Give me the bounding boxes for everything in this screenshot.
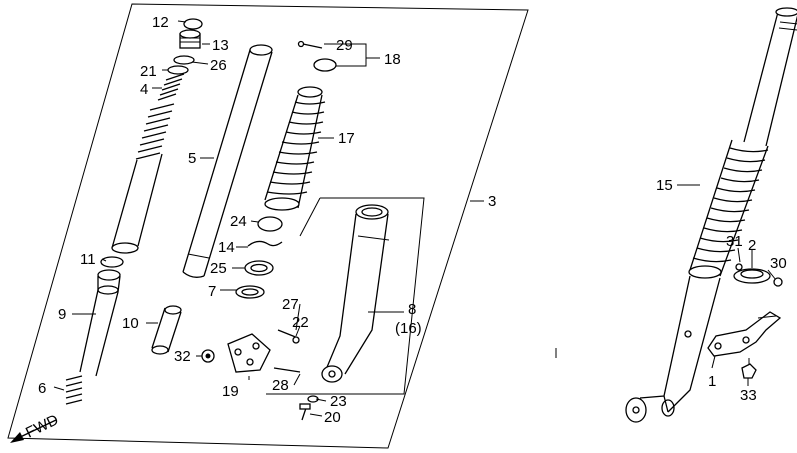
part-31-screw [735, 263, 743, 271]
part-7-washer [235, 285, 265, 299]
label-8: 8 [408, 301, 416, 318]
part-11-ring [100, 256, 124, 268]
label-29: 29 [336, 37, 353, 54]
part-9-damper-rod [79, 269, 121, 377]
label-7: 7 [208, 283, 216, 300]
label-12: 12 [152, 14, 169, 31]
label-16: (16) [395, 320, 422, 337]
part-19-bracket [227, 333, 271, 373]
label-19: 19 [222, 383, 239, 400]
label-13: 13 [212, 37, 229, 54]
part-28-bolt [273, 367, 301, 373]
assembly-outline-3 [7, 3, 529, 449]
label-23: 23 [330, 393, 347, 410]
label-fwd: FWD [23, 411, 61, 441]
part-30-nut [773, 277, 783, 287]
label-26: 26 [210, 57, 227, 74]
part-5-main-spring [111, 103, 175, 254]
label-11: 11 [80, 251, 96, 268]
part-2-clamp [733, 268, 771, 284]
assembled-fork [625, 7, 797, 423]
label-15: 15 [656, 177, 673, 194]
label-14: 14 [218, 239, 235, 256]
label-31: 31 [726, 233, 743, 250]
part-33-bolt [741, 358, 757, 379]
part-29-clip [297, 40, 323, 49]
label-22: 22 [292, 314, 309, 331]
part-4-spring [157, 73, 185, 101]
label-24: 24 [230, 213, 247, 230]
label-3: 3 [488, 193, 496, 210]
part-17-boot [264, 86, 326, 211]
group-outline-8 [266, 197, 425, 395]
label-4: 4 [140, 81, 148, 98]
label-18: 18 [384, 51, 401, 68]
label-20: 20 [324, 409, 341, 426]
part-14-clip [247, 240, 283, 247]
label-21: 21 [140, 63, 157, 80]
part-6-spring [65, 375, 83, 405]
label-9: 9 [58, 306, 66, 323]
leader-lines [53, 20, 777, 417]
part-26-oring [173, 55, 195, 65]
fwd-arrow-icon [10, 419, 57, 443]
label-6: 6 [38, 380, 46, 397]
part-21-clip [167, 65, 189, 75]
part-25-oil-seal [244, 260, 274, 276]
part-18-band [313, 58, 337, 72]
part-20-drain-bolt [299, 403, 311, 421]
label-1: 1 [708, 373, 716, 390]
part-24-seal [257, 216, 283, 232]
part-12-cap [183, 18, 203, 30]
part-13-bolt [179, 29, 201, 49]
label-28: 28 [272, 377, 289, 394]
label-27: 27 [282, 296, 299, 313]
part-1-bracket [707, 311, 782, 357]
label-17: 17 [338, 130, 355, 147]
part-8-outer-slider [321, 204, 390, 383]
label-5: 5 [188, 150, 196, 167]
label-10: 10 [122, 315, 139, 332]
label-30: 30 [770, 255, 787, 272]
label-25: 25 [210, 260, 227, 277]
part-5-inner-tube [182, 44, 273, 278]
label-33: 33 [740, 387, 757, 404]
label-32: 32 [174, 348, 191, 365]
label-2: 2 [748, 237, 756, 254]
part-22-washer [292, 336, 300, 344]
part-10-bushing [151, 305, 182, 355]
